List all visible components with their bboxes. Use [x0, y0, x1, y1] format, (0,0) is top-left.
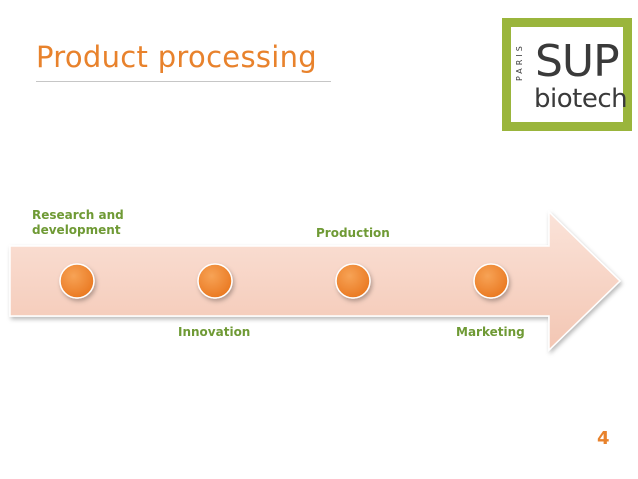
stage-label-research: Research and development — [32, 208, 124, 237]
stage-label-marketing: Marketing — [456, 325, 525, 339]
stage-label-production: Production — [316, 226, 390, 240]
stage-node-3 — [335, 263, 371, 299]
logo-word-sup: SUP — [535, 36, 620, 87]
logo-word-biotech: biotech — [534, 84, 628, 114]
slide-title: Product processing — [36, 40, 318, 74]
stage-node-2 — [197, 263, 233, 299]
process-arrow — [9, 210, 622, 352]
stage-node-1 — [59, 263, 95, 299]
stage-node-4 — [473, 263, 509, 299]
page-number: 4 — [597, 428, 610, 449]
supbiotech-logo: SUP biotech PARIS — [502, 18, 632, 131]
title-underline — [36, 81, 331, 82]
logo-panel: SUP biotech PARIS — [511, 27, 628, 122]
stage-label-innovation: Innovation — [178, 325, 251, 339]
stage-nodes — [59, 263, 509, 299]
